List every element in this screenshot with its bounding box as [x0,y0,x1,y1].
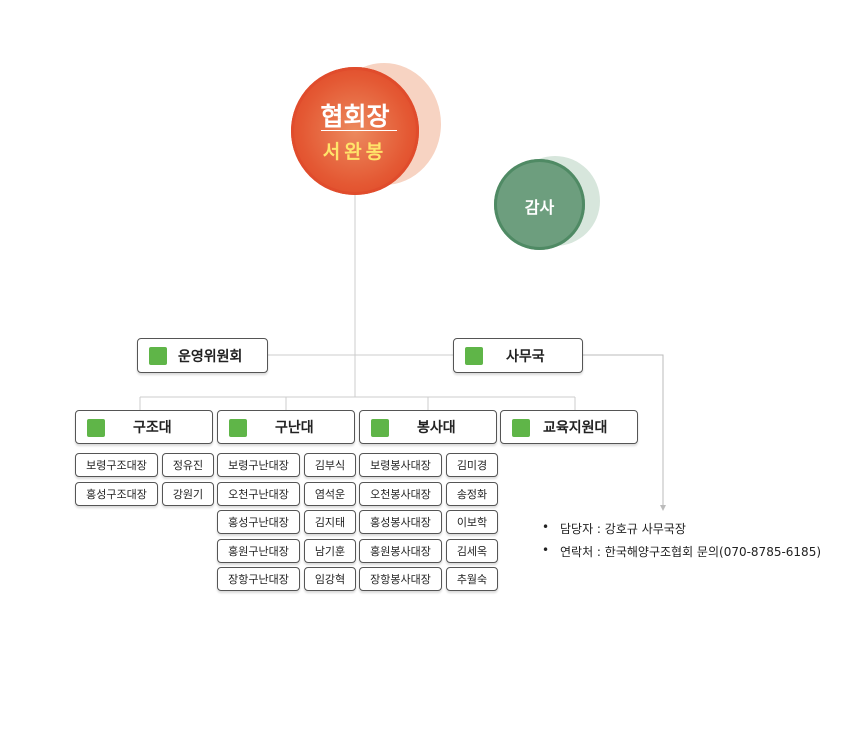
bullet-icon: • [542,543,550,557]
unit-label: 교육지원대 [543,420,608,436]
president-title: 협회장 [320,102,390,131]
operating-committee-box: 운영위원회 [137,338,268,373]
contact-manager: 담당자 : 강호규 사무국장 [560,522,686,536]
unit-box-rescue: 구조대 [75,410,213,444]
green-square-icon [149,347,167,365]
member-role: 보령봉사대장 [359,453,442,477]
member-name: 김세옥 [446,539,498,563]
member-role: 홍원구난대장 [217,539,300,563]
president-name: 서완봉 [322,141,388,163]
member-name: 김미경 [446,453,498,477]
president-divider [321,130,397,131]
member-name: 송정화 [446,482,498,506]
contact-phone-item: • 연락처 : 한국해양구조협회 문의(070-8785-6185) [542,543,822,560]
contact-phone: 연락처 : 한국해양구조협회 문의(070-8785-6185) [560,545,822,559]
member-name: 강원기 [162,482,214,506]
bullet-icon: • [542,520,550,534]
contact-manager-item: • 담당자 : 강호규 사무국장 [542,520,686,537]
member-role: 홍성구난대장 [217,510,300,534]
unit-box-volunteer: 봉사대 [359,410,497,444]
auditor-label: 감사 [524,198,555,217]
member-name: 이보학 [446,510,498,534]
unit-box-education: 교육지원대 [500,410,638,444]
member-name: 임강혁 [304,567,356,591]
member-role: 보령구난대장 [217,453,300,477]
member-role: 오천구난대장 [217,482,300,506]
member-name: 추월숙 [446,567,498,591]
unit-label: 구조대 [133,420,172,436]
member-role: 오천봉사대장 [359,482,442,506]
unit-box-salvage: 구난대 [217,410,355,444]
member-name: 정유진 [162,453,214,477]
member-role: 홍원봉사대장 [359,539,442,563]
member-name: 남기훈 [304,539,356,563]
green-square-icon [465,347,483,365]
member-role: 장항봉사대장 [359,567,442,591]
green-square-icon [229,419,247,437]
secretariat-box: 사무국 [453,338,583,373]
member-name: 염석운 [304,482,356,506]
green-square-icon [371,419,389,437]
green-square-icon [87,419,105,437]
green-square-icon [512,419,530,437]
member-role: 장항구난대장 [217,567,300,591]
secretariat-label: 사무국 [506,348,545,365]
unit-label: 봉사대 [417,420,456,436]
auditor-circle: 감사 [494,159,585,250]
president-circle: 협회장 서완봉 [291,67,419,195]
operating-committee-label: 운영위원회 [178,348,243,365]
member-role: 홍성구조대장 [75,482,158,506]
unit-label: 구난대 [275,420,314,436]
member-name: 김지태 [304,510,356,534]
member-name: 김부식 [304,453,356,477]
member-role: 보령구조대장 [75,453,158,477]
member-role: 홍성봉사대장 [359,510,442,534]
